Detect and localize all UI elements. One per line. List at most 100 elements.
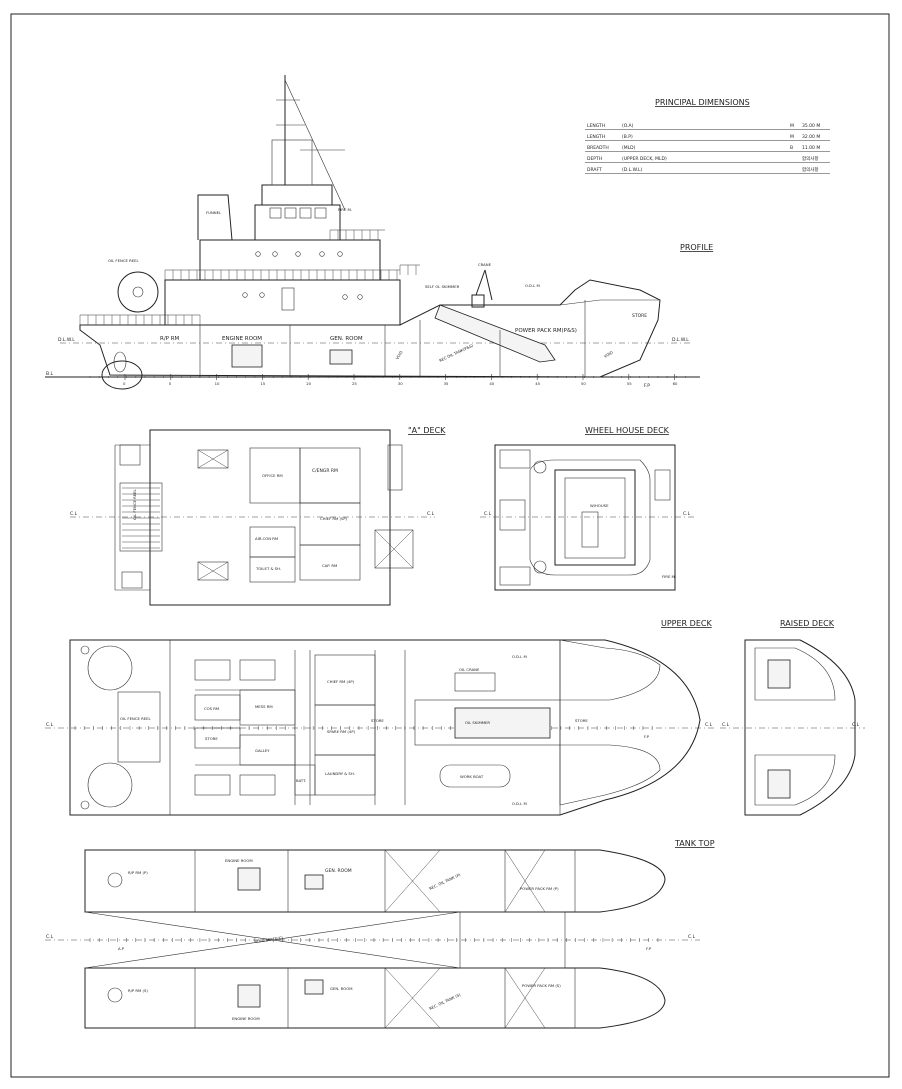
crane-boom [475,269,486,296]
fp-label-profile: F.P [644,383,650,389]
oil-skimmer-label: OIL SKIMMER [465,720,490,725]
frame-number: 30 [398,381,403,386]
pd-value: 11.00 M [802,145,820,151]
skimmer-ramp [434,304,556,363]
air-con-label: AIR-CON RM [255,536,278,541]
ud-bitt-3 [80,645,90,655]
tt-rp-rm-s-label: R/P RM (S) [128,988,148,993]
laundry-label: LAUNDRY & SH. [325,771,355,776]
crane: CRANE [471,262,493,308]
a-deck-cl-right: C.L [427,511,435,517]
frame-number: 0 [123,381,126,386]
tt-ap-label: A.P [118,946,125,951]
oil-fence-reel-label: OIL FENCE REEL [108,258,140,263]
frame-number: 5 [169,381,172,386]
sheet-border [10,13,890,1078]
spare-4p-label: SPARE RM (4P) [327,729,356,734]
pd-item: BREADTH [587,145,609,151]
tt-power-pack-p-label: POWER PACK RM (P) [520,886,559,891]
liferaft-2-x2 [197,561,229,581]
tt-rp-s [107,987,123,1003]
a-deck-title: "A" DECK [408,426,446,435]
mast-base [271,139,313,186]
raised-deck-inner-p [754,647,836,701]
raised-deck-outline [744,639,856,816]
ud-skimmer-frame [414,699,561,746]
tt-fp-label: F.P [646,946,652,951]
wheel-house-outline [494,444,676,591]
gen-room-label: GEN. ROOM [330,336,363,342]
main-engine [231,344,263,368]
frame-number: 20 [306,381,311,386]
pd-value: 합의사항 [802,155,819,162]
wh-cl-left: C.L [484,511,492,517]
odl-s-label: O.D.L M [512,801,527,806]
ud-oil-fence-label: OIL FENCE REEL [120,716,152,721]
work-boat-label: WORK BOAT [460,774,484,779]
frame-number: 15 [260,381,265,386]
porthole [295,251,301,257]
rd-cl-left: C.L [722,722,730,728]
frame-number: 10 [215,381,220,386]
wh-fire-label: FIRE M. [662,574,676,579]
crane-label: CRANE [478,262,492,267]
frame-number: 45 [535,381,540,386]
ud-skimmer-belt [454,707,551,739]
tt-rp-p [107,872,123,888]
wh-liferaft-2 [499,566,531,586]
galley-label: GALLEY [255,748,270,753]
porthole [357,294,363,300]
pd-item: DRAFT [587,167,602,173]
bl-label: B.L [46,371,54,377]
porthole [242,292,248,298]
power-pack-label: POWER PACK RM(P&S) [515,328,577,334]
ud-bitt-2 [87,762,133,808]
w-house-label: W/HOUSE [590,503,609,508]
tt-void-cross [384,967,441,1029]
a-deck-outline [149,429,391,606]
a-deck-stair-1 [119,444,141,466]
profile-railings [79,229,420,325]
ud-liferaft-1 [194,659,231,681]
porthole [255,251,261,257]
pd-qualifier: (UPPER DECK, MLD) [622,156,667,162]
cos-label: COS RM [204,706,219,711]
porthole [337,251,343,257]
pd-symbol: B [790,145,793,151]
dlwl-label-right: D.L.W.L [672,337,689,343]
ud-bitt-4 [80,800,90,810]
mess-label: MESS RM [255,704,273,709]
mast-stay [284,79,346,211]
w-house-room [554,469,636,566]
bridge-window [284,207,297,219]
ud-liferaft-4 [239,774,276,796]
frame-number: 25 [352,381,357,386]
bridge-window [299,207,312,219]
porthole [319,251,325,257]
raised-deck-view: C.L C.L [720,639,865,816]
store-fwd-label: STORE [575,718,588,723]
rd-winch-p [767,659,791,689]
pd-value: 32.00 M [802,134,820,140]
wh-liferaft-1 [499,449,531,469]
wheel-house-title: WHEEL HOUSE DECK [585,426,670,435]
a-deck-stair-3 [121,571,143,589]
ud-bitt-1 [87,645,133,691]
ud-cl-left: C.L [46,722,54,728]
odl-label: O.D.L M [525,283,540,288]
upper-deck-inner-p [559,639,661,701]
pd-value: 합의사항 [802,166,819,173]
pd-item: LENGTH [587,134,605,140]
batt-room [294,764,316,796]
porthole [259,292,265,298]
ud-oil-fence-reel [117,691,161,763]
tank-top-hull-p [84,849,666,913]
tt-void-cross [504,967,546,1029]
raised-deck-inner-s [754,754,836,806]
crane-jib [484,269,493,301]
wh-cl-right: C.L [683,511,691,517]
void-label-2: VOID [603,350,614,359]
